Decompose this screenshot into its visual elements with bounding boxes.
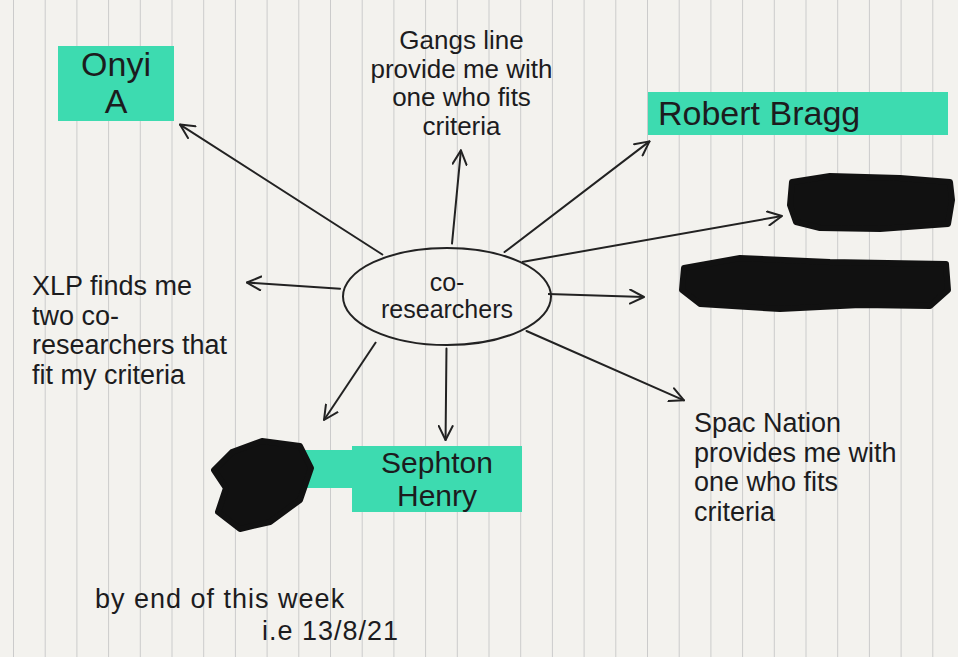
arrow-connector	[505, 141, 650, 252]
arrow-line	[522, 216, 782, 262]
note-node: XLP finds me two co-researchers that fit…	[28, 268, 241, 395]
redaction-blob	[214, 441, 311, 529]
node-text: Spac Nation provides me with one who fit…	[694, 409, 924, 528]
note-node: Spac Nation provides me with one who fit…	[690, 405, 928, 532]
arrow-connector	[247, 283, 340, 289]
note-text: by end of this week	[95, 585, 345, 615]
redaction-blob	[790, 176, 952, 229]
node-text: Gangs line provide me with one who fits …	[354, 26, 569, 140]
arrow-line	[548, 294, 644, 297]
connector-group	[180, 125, 684, 440]
arrow-connector	[452, 150, 461, 243]
highlighted-name: Sephton Henry	[352, 446, 522, 512]
highlighted-name: Robert Bragg	[648, 92, 948, 135]
note-node: Gangs line provide me with one who fits …	[350, 22, 573, 144]
node-text: Robert Bragg	[658, 95, 938, 132]
center-ellipse: co- researchers	[342, 247, 552, 346]
node-text: co- researchers	[372, 269, 522, 324]
ellipse-outline	[343, 248, 551, 345]
arrow-connector	[526, 331, 684, 400]
highlighted-name: Onyi A	[58, 46, 174, 121]
note-text: i.e 13/8/21	[262, 617, 399, 647]
arrow-connector	[445, 348, 448, 440]
node-text: Onyi A	[68, 46, 164, 121]
node-text: Sephton Henry	[362, 446, 512, 512]
node-text: XLP finds me two co-researchers that fit…	[32, 272, 237, 391]
redaction-blob	[682, 258, 948, 309]
arrow-line	[324, 342, 376, 420]
arrow-connector	[180, 125, 382, 255]
